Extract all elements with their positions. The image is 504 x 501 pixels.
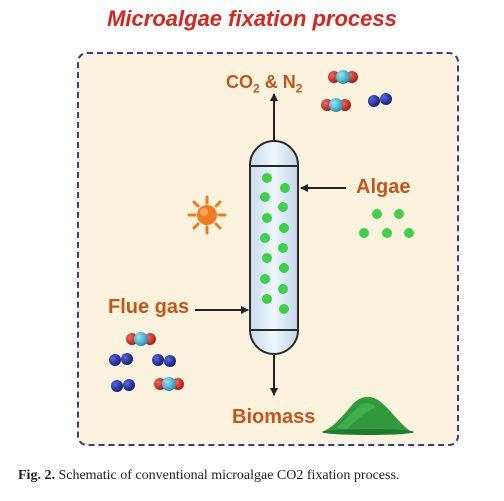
algae-label: Algae	[356, 176, 411, 198]
n2-subscript: 2	[295, 81, 303, 96]
figure-caption-text: Schematic of conventional microalgae CO2…	[54, 468, 400, 483]
n2-molecule-icon	[111, 379, 135, 392]
co2-text: CO	[226, 72, 253, 92]
flue-gas-label: Flue gas	[108, 296, 190, 318]
co2-molecule-icon	[154, 377, 184, 391]
biomass-label: Biomass	[232, 406, 316, 428]
co2-subscript: 2	[253, 81, 260, 96]
algae-in-column	[260, 173, 290, 314]
n2-molecule-icon	[109, 353, 133, 366]
co2-molecule-icon	[126, 332, 156, 346]
algae-cells	[359, 209, 414, 238]
co2-molecule-icon	[328, 70, 358, 84]
n2-molecule-icon	[152, 354, 176, 367]
gas-output-label: CO2 & N2	[226, 72, 302, 96]
sun-icon	[187, 195, 227, 235]
n2-molecule-icon	[368, 93, 392, 107]
figure-number: Fig. 2.	[18, 468, 55, 483]
diagram-title: Microalgae fixation process	[107, 6, 397, 31]
biomass-pile-icon	[322, 396, 414, 435]
figure-caption: Fig. 2. Schematic of conventional microa…	[18, 468, 498, 484]
n2-text: & N	[259, 72, 296, 92]
co2-molecule-icon	[321, 98, 351, 112]
photobioreactor-column	[249, 140, 299, 355]
